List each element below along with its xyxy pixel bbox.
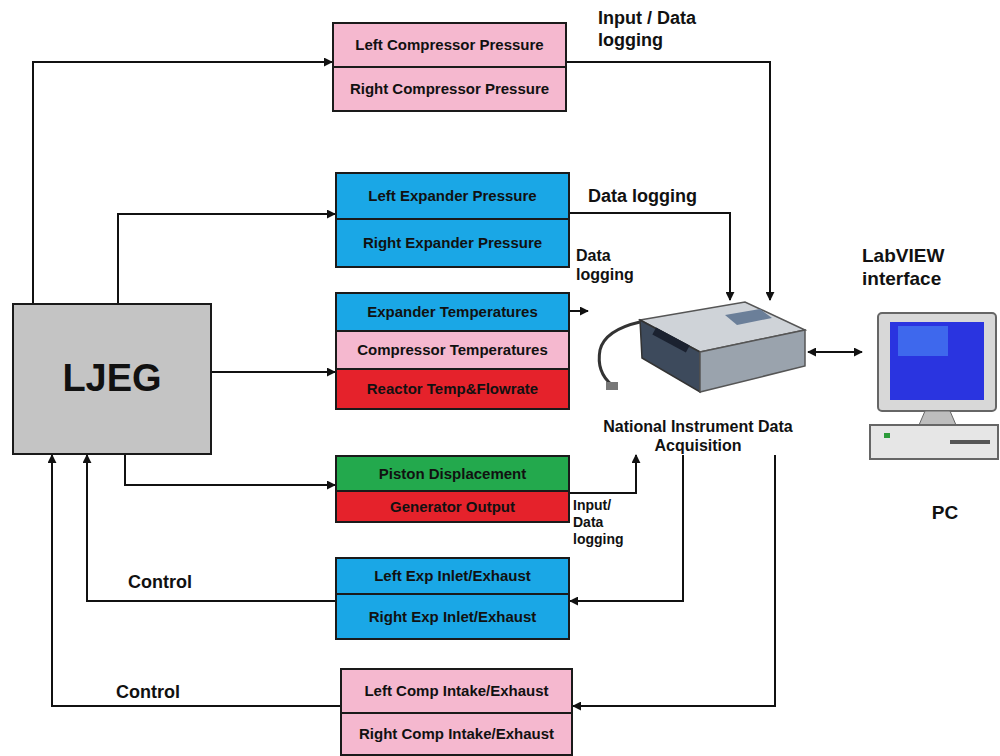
- engine-box: LJEG: [12, 303, 212, 455]
- daq-connector: [652, 328, 689, 353]
- actuator-box: Right Exp Inlet/Exhaust: [335, 593, 570, 640]
- connector-arrow: [808, 351, 862, 353]
- daq-logo: [725, 309, 772, 325]
- sensor-box: Generator Output: [335, 490, 570, 523]
- device-label: LabVIEW interface: [862, 245, 972, 291]
- connector-arrow: [570, 310, 588, 312]
- usb-cable: [599, 322, 640, 385]
- pc-base: [870, 425, 998, 459]
- device-label: National Instrument Data Acquisition: [603, 417, 793, 455]
- edge-label: Data logging: [576, 246, 640, 284]
- connector-arrow: [33, 62, 332, 303]
- box-label: Left Compressor Pressure: [355, 36, 543, 54]
- connector-arrow: [125, 455, 335, 485]
- edge-label: Data logging: [588, 186, 728, 208]
- pc-picture: [870, 313, 998, 459]
- connector-arrow: [570, 213, 730, 300]
- monitor-stand: [919, 411, 956, 425]
- connector-arrow: [570, 455, 636, 493]
- box-label: Left Exp Inlet/Exhaust: [374, 567, 531, 585]
- box-label: Right Comp Intake/Exhaust: [359, 725, 554, 743]
- pc-station: LabVIEW interfacePC: [862, 245, 998, 525]
- box-label: Right Compressor Pressure: [350, 80, 549, 98]
- sensor-box: Expander Temperatures: [335, 292, 570, 332]
- device-label: PC: [932, 502, 958, 525]
- connector-arrow: [87, 455, 335, 601]
- sensor-box: Right Compressor Pressure: [332, 66, 567, 112]
- sensor-box: Compressor Temperatures: [335, 330, 570, 370]
- power-led: [884, 433, 890, 438]
- connector-arrow: [567, 62, 770, 300]
- edge-label: Input / Data logging: [598, 8, 730, 51]
- sensor-box: Piston Displacement: [335, 455, 570, 492]
- connector-arrow: [52, 455, 340, 706]
- daq-device-picture: [599, 302, 805, 392]
- daq-device: National Instrument Data Acquisition: [588, 300, 808, 455]
- connector-arrow: [570, 455, 683, 601]
- connector-arrow: [573, 455, 775, 706]
- sensor-box: Left Expander Pressure: [335, 172, 570, 220]
- box-label: Reactor Temp&Flowrate: [367, 380, 538, 398]
- box-label: Right Exp Inlet/Exhaust: [369, 608, 537, 626]
- usb-plug: [606, 382, 618, 390]
- actuator-box: Right Comp Intake/Exhaust: [340, 712, 573, 756]
- edge-label: Control: [128, 572, 218, 594]
- box-label: Generator Output: [390, 498, 515, 516]
- box-label: Compressor Temperatures: [357, 341, 548, 359]
- sensor-box: Left Compressor Pressure: [332, 22, 567, 68]
- connector-arrow: [212, 371, 335, 373]
- box-label: Piston Displacement: [379, 465, 527, 483]
- monitor-screen: [890, 322, 984, 400]
- daq-side: [700, 330, 805, 392]
- monitor: [878, 313, 996, 411]
- daq-front: [640, 320, 700, 392]
- actuator-box: Left Exp Inlet/Exhaust: [335, 557, 570, 595]
- sensor-box: Reactor Temp&Flowrate: [335, 368, 570, 410]
- edge-label: Input/ Data logging: [573, 497, 631, 547]
- drive-slot: [950, 440, 990, 444]
- connector-arrow: [118, 214, 335, 303]
- box-label: Expander Temperatures: [367, 303, 538, 321]
- box-label: Right Expander Pressure: [363, 234, 542, 252]
- actuator-box: Left Comp Intake/Exhaust: [340, 668, 573, 714]
- box-label: Left Comp Intake/Exhaust: [364, 682, 548, 700]
- edge-label: Control: [116, 682, 206, 704]
- sensor-box: Right Expander Pressure: [335, 218, 570, 268]
- box-label: Left Expander Pressure: [368, 187, 536, 205]
- box-label: LJEG: [62, 356, 161, 402]
- screen-glare: [898, 326, 948, 356]
